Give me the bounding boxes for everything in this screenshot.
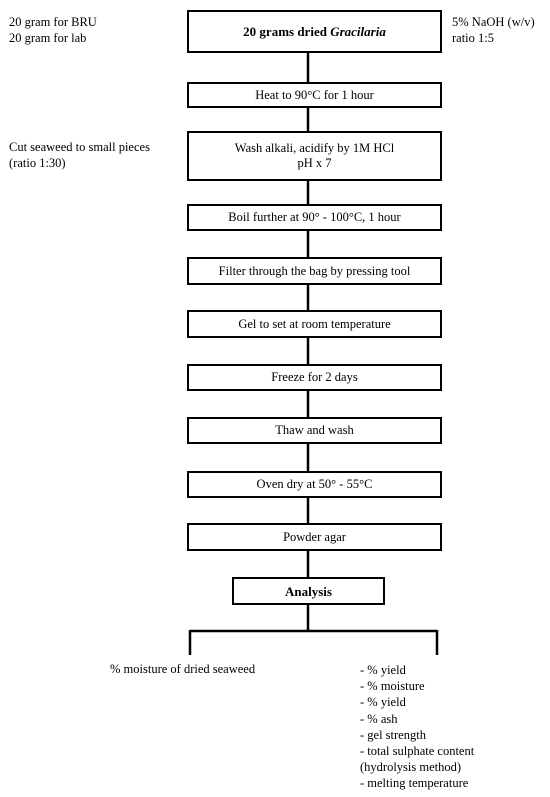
- step-oven-box: Oven dry at 50° - 55°C: [187, 471, 442, 498]
- output-list-item: - melting temperature: [360, 776, 469, 791]
- output-list-item: - total sulphate content: [360, 744, 475, 759]
- step-filter-label: Filter through the bag by pressing tool: [218, 263, 411, 278]
- note-cut-seaweed: Cut seaweed to small pieces (ratio 1:30): [9, 139, 150, 171]
- output-list-item: - gel strength: [360, 727, 426, 742]
- step-boil-box: Boil further at 90° - 100°C, 1 hour: [187, 204, 442, 231]
- step-analysis-label: Analysis: [285, 583, 332, 599]
- step-filter-box: Filter through the bag by pressing tool: [187, 257, 442, 285]
- note-line: Cut seaweed to small pieces: [9, 140, 150, 154]
- note-line: (ratio 1:30): [9, 156, 66, 170]
- step-freeze-box: Freeze for 2 days: [187, 364, 442, 391]
- output-list-item: - % ash: [360, 711, 398, 726]
- step-gel-box: Gel to set at room temperature: [187, 310, 442, 338]
- step-heat-label: Heat to 90°C for 1 hour: [255, 87, 374, 102]
- note-line: 5% NaOH (w/v): [452, 15, 535, 29]
- output-analysis-list: - % yield - % moisture - % yield - % ash…: [360, 662, 474, 792]
- output-list-item: - % moisture: [360, 679, 425, 694]
- step-start-prefix: 20 grams dried: [243, 24, 331, 39]
- note-line: 20 gram for lab: [9, 31, 87, 45]
- step-gel-label: Gel to set at room temperature: [238, 316, 391, 331]
- step-boil-label: Boil further at 90° - 100°C, 1 hour: [228, 210, 401, 224]
- step-start-label: 20 grams dried Gracilaria: [243, 24, 386, 39]
- note-sample-allocation: 20 gram for BRU 20 gram for lab: [9, 14, 97, 46]
- output-list-item: (hydrolysis method): [360, 760, 462, 775]
- step-wash-line2: pH x 7: [297, 156, 332, 170]
- step-start-box: 20 grams dried Gracilaria: [187, 10, 442, 53]
- note-line: 20 gram for BRU: [9, 15, 97, 29]
- output-list-item: - % yield: [360, 663, 406, 677]
- step-heat-box: Heat to 90°C for 1 hour: [187, 82, 442, 108]
- output-left-label: % moisture of dried seaweed: [110, 662, 256, 676]
- step-thaw-box: Thaw and wash: [187, 417, 442, 444]
- output-moisture-dried-seaweed: % moisture of dried seaweed: [110, 661, 255, 677]
- step-thaw-label: Thaw and wash: [275, 423, 354, 437]
- note-line: ratio 1:5: [452, 31, 495, 45]
- step-freeze-label: Freeze for 2 days: [271, 370, 358, 384]
- note-naoh-ratio: 5% NaOH (w/v) ratio 1:5: [452, 14, 535, 46]
- step-oven-label: Oven dry at 50° - 55°C: [256, 477, 373, 491]
- step-powder-box: Powder agar: [187, 523, 442, 551]
- step-analysis-box: Analysis: [232, 577, 385, 605]
- step-wash-box: Wash alkali, acidify by 1M HCl pH x 7: [187, 131, 442, 181]
- step-powder-label: Powder agar: [283, 529, 346, 544]
- step-start-species: Gracilaria: [330, 24, 386, 39]
- step-wash-line1: Wash alkali, acidify by 1M HCl: [234, 141, 395, 155]
- output-list-item: - % yield: [360, 695, 406, 710]
